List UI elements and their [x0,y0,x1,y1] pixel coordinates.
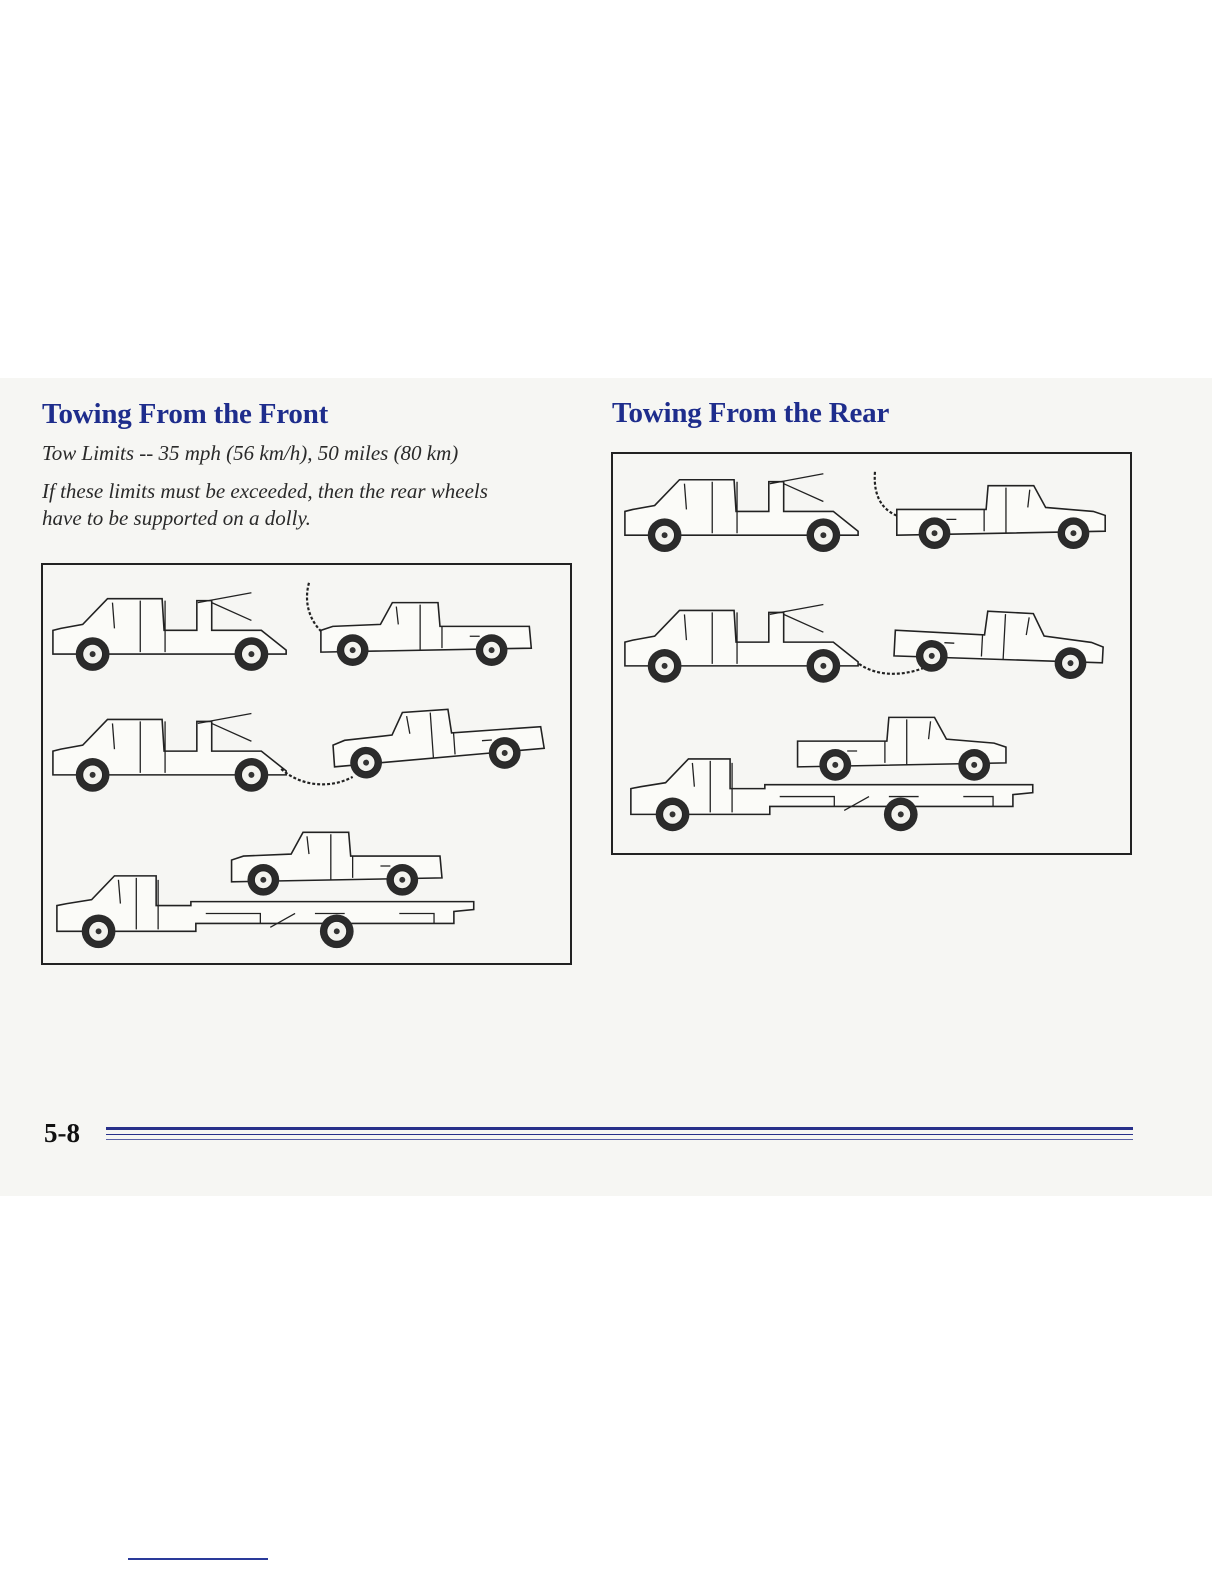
towing-from-front-heading: Towing From the Front [42,398,328,431]
bottom-stub-line [128,1558,268,1560]
towing-from-rear-heading: Towing From the Rear [612,397,889,430]
dolly-note-line-1: If these limits must be exceeded, then t… [42,478,488,505]
front-towing-illustration [41,563,572,965]
footer-rule [106,1127,1133,1130]
rear-towing-illustration [611,452,1132,855]
footer-rule-thin [106,1134,1133,1135]
tow-limits-text: Tow Limits -- 35 mph (56 km/h), 50 miles… [42,440,458,467]
footer-rule-thin-2 [106,1139,1133,1140]
manual-page: Towing From the Front Tow Limits -- 35 m… [0,378,1212,1196]
dolly-note-line-2: have to be supported on a dolly. [42,505,311,532]
page-number: 5-8 [44,1118,80,1149]
